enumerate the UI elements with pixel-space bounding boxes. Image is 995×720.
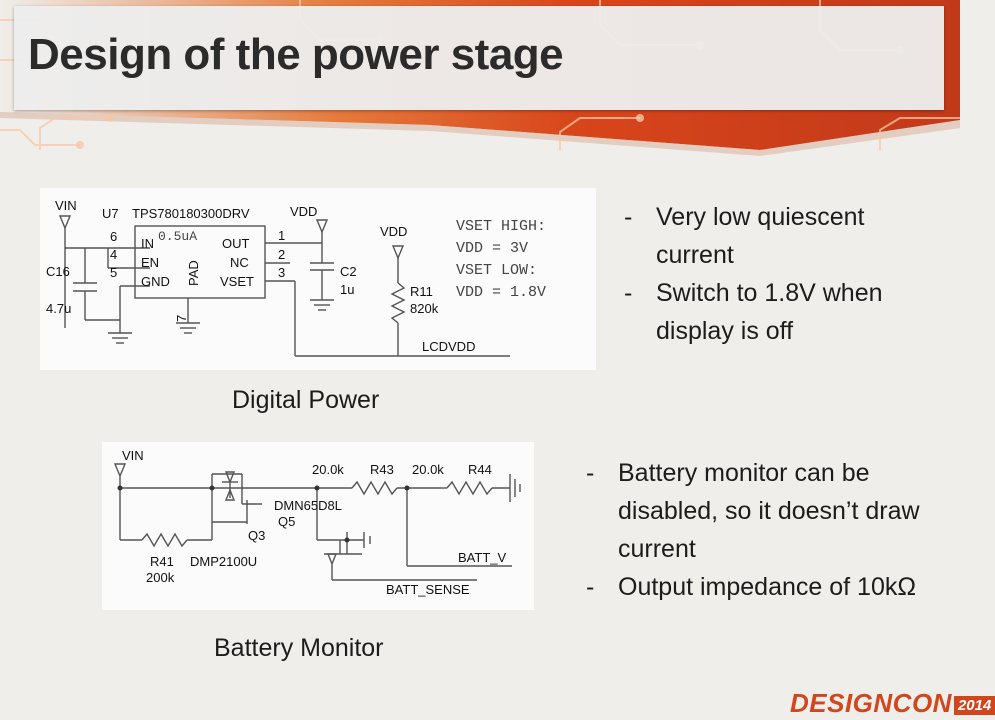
vdd-label-c2: VDD xyxy=(290,204,317,219)
pin-num-3: 3 xyxy=(278,265,285,280)
battery-monitor-caption: Battery Monitor xyxy=(214,634,384,662)
ldo-circuit-diagram: VIN U7 TPS780180300DRV 0.5uA 6 4 5 IN EN… xyxy=(46,198,546,357)
r41-value: 200k xyxy=(146,570,175,585)
q5-part: DMN65D8L xyxy=(274,498,342,513)
logo-year: 2014 xyxy=(953,696,995,715)
pin-out: OUT xyxy=(222,236,250,251)
vin-label: VIN xyxy=(55,198,77,213)
r44-label: R44 xyxy=(468,462,492,477)
digital-power-bullets: -Very low quiescent current -Switch to 1… xyxy=(620,198,940,350)
digital-power-schematic: VIN U7 TPS780180300DRV 0.5uA 6 4 5 IN EN… xyxy=(40,188,596,370)
pin-in: IN xyxy=(141,236,154,251)
bullet-item: -Output impedance of 10kΩ xyxy=(586,573,917,601)
bullet-item: -Switch to 1.8V when display is off xyxy=(624,279,883,345)
digital-power-caption: Digital Power xyxy=(232,386,380,414)
q3-label: Q3 xyxy=(248,528,265,543)
c16-label: C16 xyxy=(46,264,70,279)
c2-value: 1u xyxy=(340,282,354,297)
logo-text: DESIGNCON xyxy=(790,688,952,718)
bullet-text: Output impedance of 10kΩ xyxy=(618,573,917,601)
ic-part-label: TPS780180300DRV xyxy=(132,206,250,221)
q5-label: Q5 xyxy=(278,514,295,529)
lcdvdd-net: LCDVDD xyxy=(422,339,475,354)
r41-label: R41 xyxy=(150,554,174,569)
pin-vset: VSET xyxy=(220,274,254,289)
r11-value: 820k xyxy=(410,301,439,316)
bullet-item: -Battery monitor can be disabled, so it … xyxy=(586,459,920,563)
pin-num-5: 5 xyxy=(110,265,117,280)
r43-label: R43 xyxy=(370,462,394,477)
vset-note-4: VDD = 1.8V xyxy=(456,284,546,301)
bullet-text: Switch to 1.8V when display is off xyxy=(656,279,883,345)
r43-value: 20.0k xyxy=(312,462,344,477)
pad-label: PAD xyxy=(186,260,201,286)
pin-num-4: 4 xyxy=(110,247,117,262)
pin-num-1: 1 xyxy=(278,228,285,243)
iq-label: 0.5uA xyxy=(158,229,197,244)
bullet-item: -Very low quiescent current xyxy=(624,203,865,269)
pin-gnd: GND xyxy=(141,274,170,289)
vset-note-2: VDD = 3V xyxy=(456,240,528,257)
pin-nc: NC xyxy=(230,255,249,270)
c2-label: C2 xyxy=(340,264,357,279)
vset-note-3: VSET LOW: xyxy=(456,262,537,279)
battery-monitor-schematic: VIN 20.0k R43 20.0k R44 DMN65D8L Q5 Q3 R… xyxy=(102,442,534,610)
bullet-text: Very low quiescent current xyxy=(656,203,865,269)
q3-part: DMP2100U xyxy=(190,554,257,569)
batt-sense-net: BATT_SENSE xyxy=(386,582,470,597)
c16-value: 4.7u xyxy=(46,301,71,316)
r44-value: 20.0k xyxy=(412,462,444,477)
vin-label: VIN xyxy=(122,448,144,463)
title-box xyxy=(14,6,944,110)
pin-num-6: 6 xyxy=(110,229,117,244)
vdd-label-r11: VDD xyxy=(380,224,407,239)
pad-num: 7 xyxy=(174,315,189,322)
page-title: Design of the power stage xyxy=(28,30,564,79)
r11-label: R11 xyxy=(410,284,433,299)
battery-monitor-bullets: -Battery monitor can be disabled, so it … xyxy=(582,454,922,606)
batt-v-net: BATT_V xyxy=(458,550,506,565)
bullet-text: Battery monitor can be disabled, so it d… xyxy=(618,459,920,563)
u7-label: U7 xyxy=(102,206,119,221)
pin-num-2: 2 xyxy=(278,247,285,262)
pin-en: EN xyxy=(141,255,159,270)
battery-monitor-circuit-diagram: VIN 20.0k R43 20.0k R44 DMN65D8L Q5 Q3 R… xyxy=(113,448,521,597)
vset-note-1: VSET HIGH: xyxy=(456,218,546,235)
